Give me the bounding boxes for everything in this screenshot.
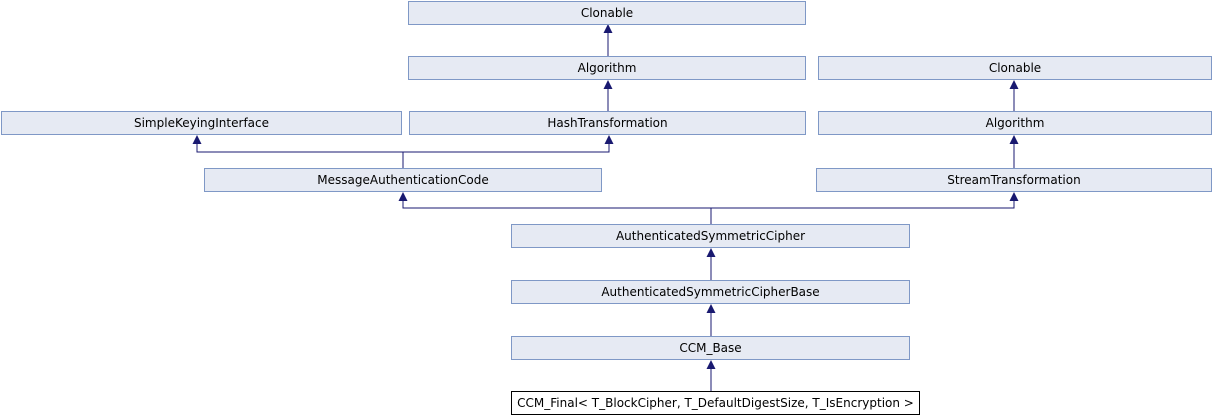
class-node-algorithm-mid[interactable]: Algorithm (408, 56, 806, 80)
class-node-label: AuthenticatedSymmetricCipherBase (601, 285, 820, 299)
class-node-label: CCM_Final< T_BlockCipher, T_DefaultDiges… (517, 396, 914, 410)
class-node-label: StreamTransformation (947, 173, 1081, 187)
class-node-simplekeyinginterface[interactable]: SimpleKeyingInterface (1, 111, 402, 135)
edge-mac-to-simplekeyinginterface (192, 135, 404, 168)
class-node-label: AuthenticatedSymmetricCipher (615, 229, 806, 243)
class-node-streamtransformation[interactable]: StreamTransformation (816, 168, 1212, 192)
class-node-ccm-final[interactable]: CCM_Final< T_BlockCipher, T_DefaultDiges… (511, 391, 920, 415)
edge-asc-to-streamtransformation (710, 192, 1019, 224)
class-node-authenticatedsymmetriccipher[interactable]: AuthenticatedSymmetricCipher (511, 224, 910, 248)
class-node-ccm-base[interactable]: CCM_Base (511, 336, 910, 360)
class-node-hashtransformation[interactable]: HashTransformation (409, 111, 806, 135)
edge-hashtransformation-to-algorithm (603, 80, 613, 111)
class-node-label: Clonable (580, 6, 634, 20)
edge-streamtransformation-to-algorithm-right (1009, 135, 1019, 168)
class-node-label: MessageAuthenticationCode (317, 173, 489, 187)
class-node-messageauthenticationcode[interactable]: MessageAuthenticationCode (204, 168, 602, 192)
edge-ascb-to-asc (706, 248, 716, 280)
edge-ccmbase-to-ascb (706, 304, 716, 336)
edge-mac-to-hashtransformation (402, 135, 614, 168)
class-node-label: Clonable (988, 61, 1042, 75)
class-node-label: Algorithm (577, 61, 637, 75)
class-node-label: HashTransformation (547, 116, 668, 130)
class-node-label: Algorithm (985, 116, 1045, 130)
class-node-clonable-top[interactable]: Clonable (408, 1, 806, 25)
edge-algorithm-right-to-clonable-right (1009, 80, 1019, 111)
edge-ccmfinal-to-ccmbase (706, 360, 716, 391)
class-node-authenticatedsymmetriccipherbase[interactable]: AuthenticatedSymmetricCipherBase (511, 280, 910, 304)
class-node-label: CCM_Base (679, 341, 742, 355)
edge-asc-to-mac (398, 192, 712, 224)
class-node-clonable-right[interactable]: Clonable (818, 56, 1212, 80)
class-node-algorithm-right[interactable]: Algorithm (818, 111, 1212, 135)
class-node-label: SimpleKeyingInterface (133, 116, 269, 130)
edge-algorithm-to-clonable (603, 24, 613, 56)
